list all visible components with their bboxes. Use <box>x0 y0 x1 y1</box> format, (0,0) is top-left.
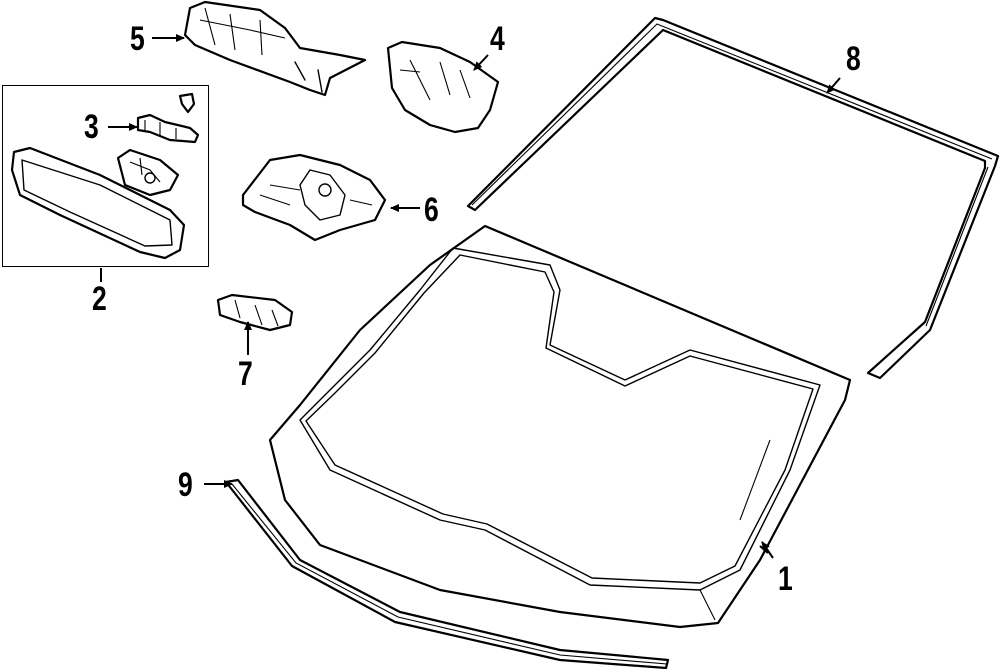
camera-bracket <box>241 153 387 242</box>
callout-8: 8 <box>846 40 861 78</box>
mirror-inset-frame <box>2 85 209 267</box>
windshield-glass <box>268 224 852 629</box>
rain-sensor <box>216 293 294 332</box>
callout-7: 7 <box>238 355 253 393</box>
callout-1: 1 <box>778 560 793 598</box>
sensor-cover-upper <box>183 0 367 97</box>
leader-8 <box>826 77 841 94</box>
leader-1-arrow <box>761 541 774 559</box>
callout-4: 4 <box>490 20 505 58</box>
callout-9: 9 <box>178 466 193 504</box>
callout-3: 3 <box>84 108 99 146</box>
upper-molding <box>466 16 1000 380</box>
rearview-mirror <box>10 146 186 260</box>
leader-lines <box>100 34 841 559</box>
mirror-clip <box>136 92 200 144</box>
callout-2: 2 <box>92 280 107 318</box>
callout-5: 5 <box>130 20 145 58</box>
sensor-cover-lower <box>386 40 500 134</box>
leader-4 <box>473 54 489 71</box>
lower-molding <box>224 478 670 669</box>
callout-6: 6 <box>424 191 439 229</box>
